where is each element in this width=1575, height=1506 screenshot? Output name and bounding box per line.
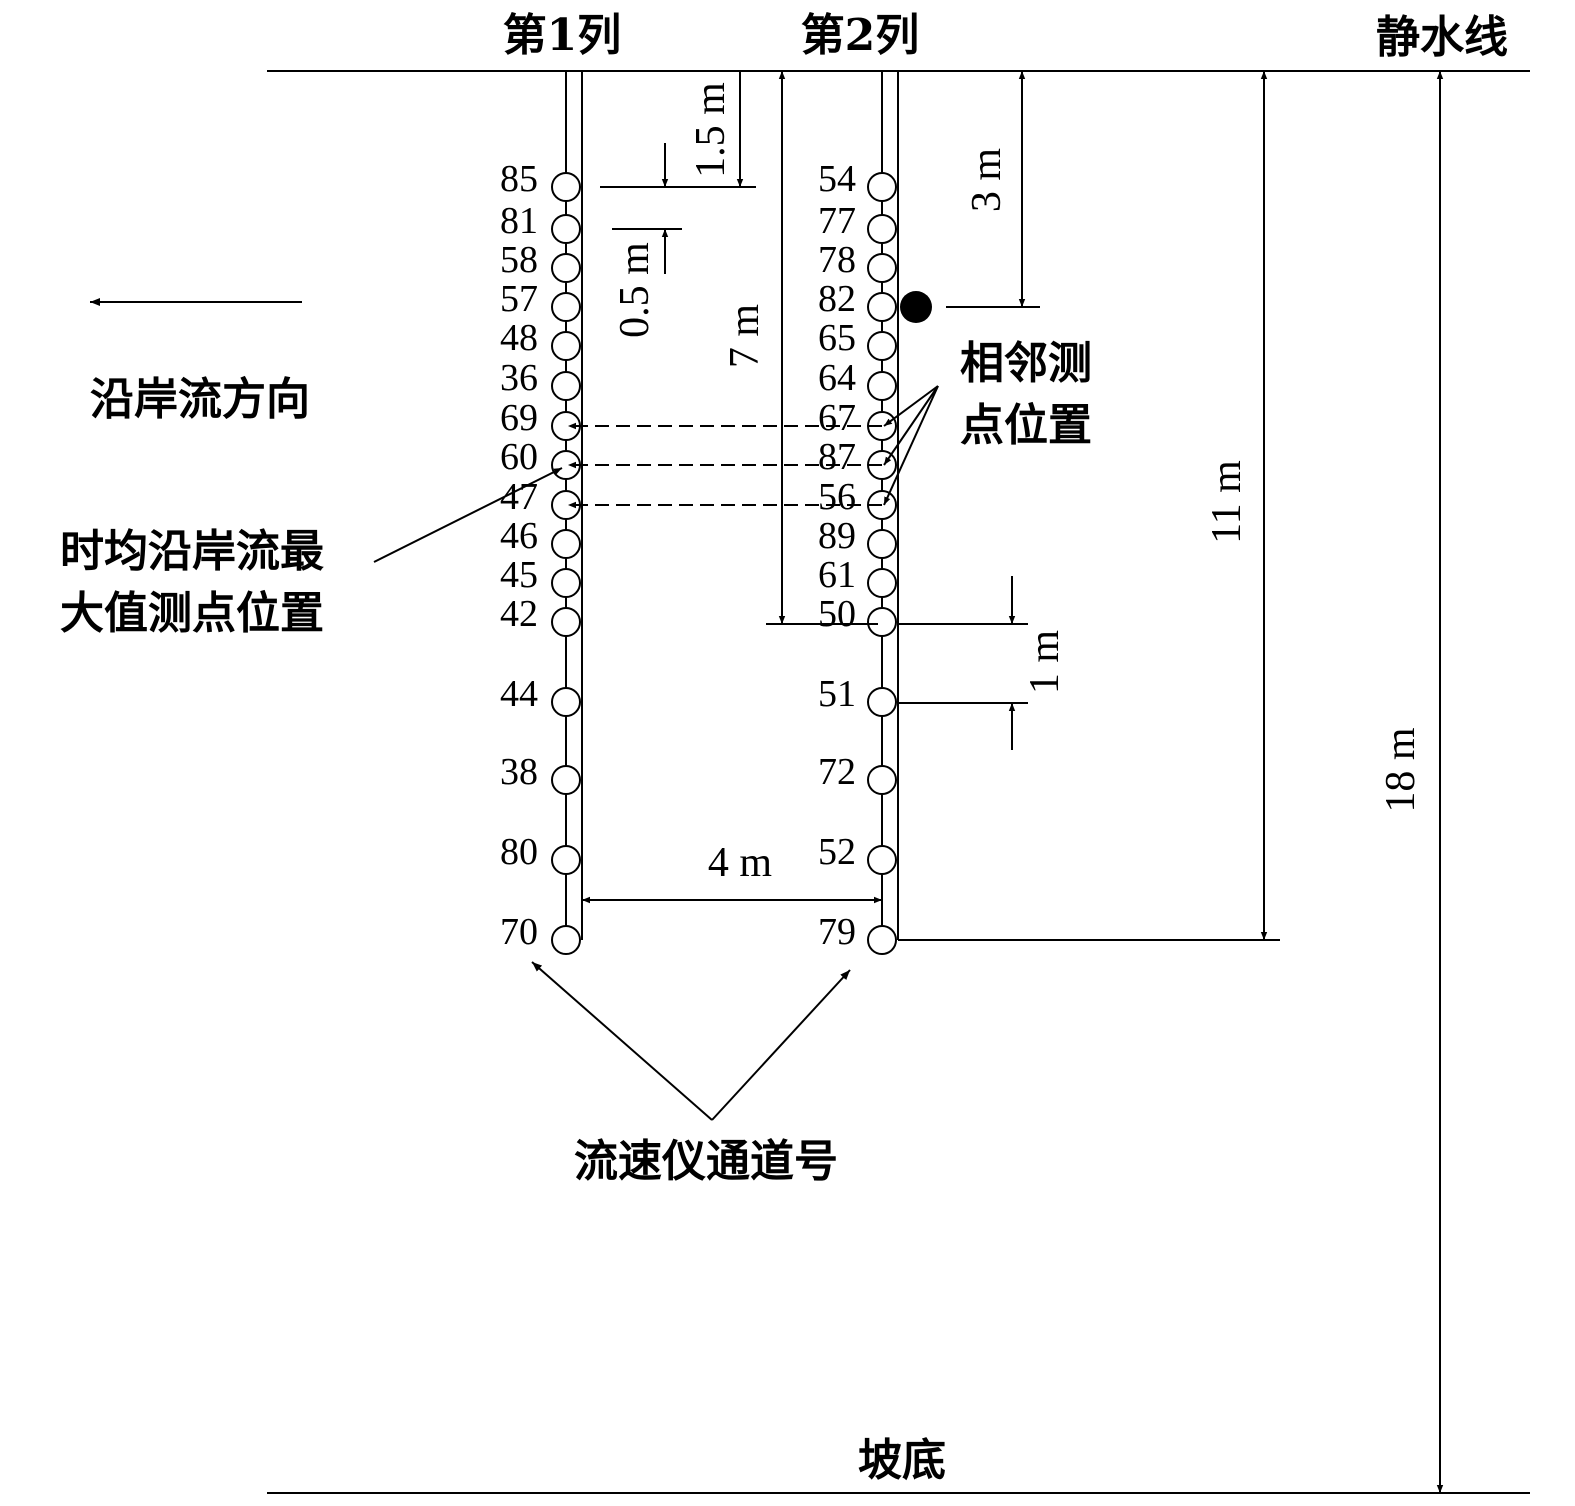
col2-channel-label-50: 50: [818, 593, 856, 635]
adjacent-point-label-line1: 相邻测: [960, 338, 1092, 389]
col1-channel-label-81: 81: [500, 200, 538, 242]
col2-label: 第2列: [801, 10, 920, 61]
col2-channel-label-54: 54: [818, 158, 856, 200]
col2-channel-label-82: 82: [818, 278, 856, 320]
col2-channel-label-77: 77: [818, 200, 856, 242]
col2-probe-circle-65: [867, 331, 897, 361]
slope-bottom-label: 坡底: [858, 1435, 946, 1486]
col1-probe-circle-57: [551, 292, 581, 322]
col1-probe-circle-36: [551, 371, 581, 401]
dim-0-5m-label: 0.5 m: [612, 242, 658, 338]
col1-probe-circle-81: [551, 214, 581, 244]
col1-probe-circle-58: [551, 253, 581, 283]
col1-probe-circle-42: [551, 607, 581, 637]
dim-18m-label: 18 m: [1378, 727, 1424, 813]
col1-probe-circle-44: [551, 687, 581, 717]
col2-channel-label-61: 61: [818, 554, 856, 596]
col1-label: 第1列: [503, 10, 622, 61]
col2-channel-label-72: 72: [818, 751, 856, 793]
col2-channel-label-87: 87: [818, 436, 856, 478]
adjacent-pointer-2: [883, 385, 939, 466]
col1-probe-circle-80: [551, 845, 581, 875]
col1-channel-label-45: 45: [500, 554, 538, 596]
col2-channel-label-67: 67: [818, 397, 856, 439]
col1-channel-label-48: 48: [500, 317, 538, 359]
col1-probe-circle-46: [551, 529, 581, 559]
channel-pointer-left: [531, 961, 713, 1121]
col1-probe-circle-38: [551, 765, 581, 795]
col1-channel-label-38: 38: [500, 751, 538, 793]
col2-probe-circle-82: [867, 292, 897, 322]
col2-probe-circle-78: [867, 253, 897, 283]
col2-channel-label-64: 64: [818, 357, 856, 399]
col2-probe-circle-50: [867, 607, 897, 637]
col2-channel-label-52: 52: [818, 831, 856, 873]
col1-channel-label-70: 70: [500, 911, 538, 953]
col1-probe-circle-85: [551, 172, 581, 202]
max-current-label-line1: 时均沿岸流最: [60, 526, 324, 577]
col1-channel-label-36: 36: [500, 357, 538, 399]
col2-channel-label-56: 56: [818, 476, 856, 518]
dim-1m-label: 1 m: [1022, 630, 1068, 695]
longshore-current-label: 沿岸流方向: [90, 374, 310, 425]
col1-channel-label-60: 60: [500, 436, 538, 478]
col2-channel-label-79: 79: [818, 911, 856, 953]
col2-probe-circle-61: [867, 568, 897, 598]
col1-channel-label-44: 44: [500, 673, 538, 715]
col1-channel-label-42: 42: [500, 593, 538, 635]
adjacent-pointer-3: [883, 385, 939, 506]
col2-probe-circle-79: [867, 925, 897, 955]
col1-channel-label-57: 57: [500, 278, 538, 320]
col2-probe-circle-51: [867, 687, 897, 717]
col1-channel-label-85: 85: [500, 158, 538, 200]
col2-probe-circle-52: [867, 845, 897, 875]
dim-3m-label: 3 m: [964, 148, 1010, 213]
col1-channel-label-58: 58: [500, 239, 538, 281]
dim-11m-label: 11 m: [1204, 460, 1250, 544]
col1-probe-circle-70: [551, 925, 581, 955]
col2-probe-circle-89: [867, 529, 897, 559]
col2-channel-label-78: 78: [818, 239, 856, 281]
adjacent-point-label-line2: 点位置: [960, 400, 1092, 451]
col2-probe-circle-77: [867, 214, 897, 244]
still-water-line-label: 静水线: [1376, 12, 1508, 63]
col2-channel-label-65: 65: [818, 317, 856, 359]
col2-channel-label-51: 51: [818, 673, 856, 715]
reference-point-marker: [900, 291, 932, 323]
col2-channel-label-89: 89: [818, 515, 856, 557]
max-current-label-line2: 大值测点位置: [60, 588, 324, 639]
col1-channel-label-46: 46: [500, 515, 538, 557]
dim-7m-label: 7 m: [722, 304, 768, 369]
col2-probe-circle-72: [867, 765, 897, 795]
max-current-pointer: [373, 467, 563, 563]
velocimeter-channel-label: 流速仪通道号: [574, 1136, 838, 1187]
channel-pointer-right: [711, 969, 851, 1121]
dim-1-5m-label: 1.5 m: [688, 82, 734, 178]
adjacent-pointer-1: [883, 385, 939, 427]
col1-probe-circle-48: [551, 331, 581, 361]
col1-channel-label-69: 69: [500, 397, 538, 439]
col1-probe-circle-45: [551, 568, 581, 598]
col2-probe-circle-64: [867, 371, 897, 401]
dim-4m-label: 4 m: [708, 840, 773, 886]
col2-probe-circle-54: [867, 172, 897, 202]
col1-channel-label-80: 80: [500, 831, 538, 873]
